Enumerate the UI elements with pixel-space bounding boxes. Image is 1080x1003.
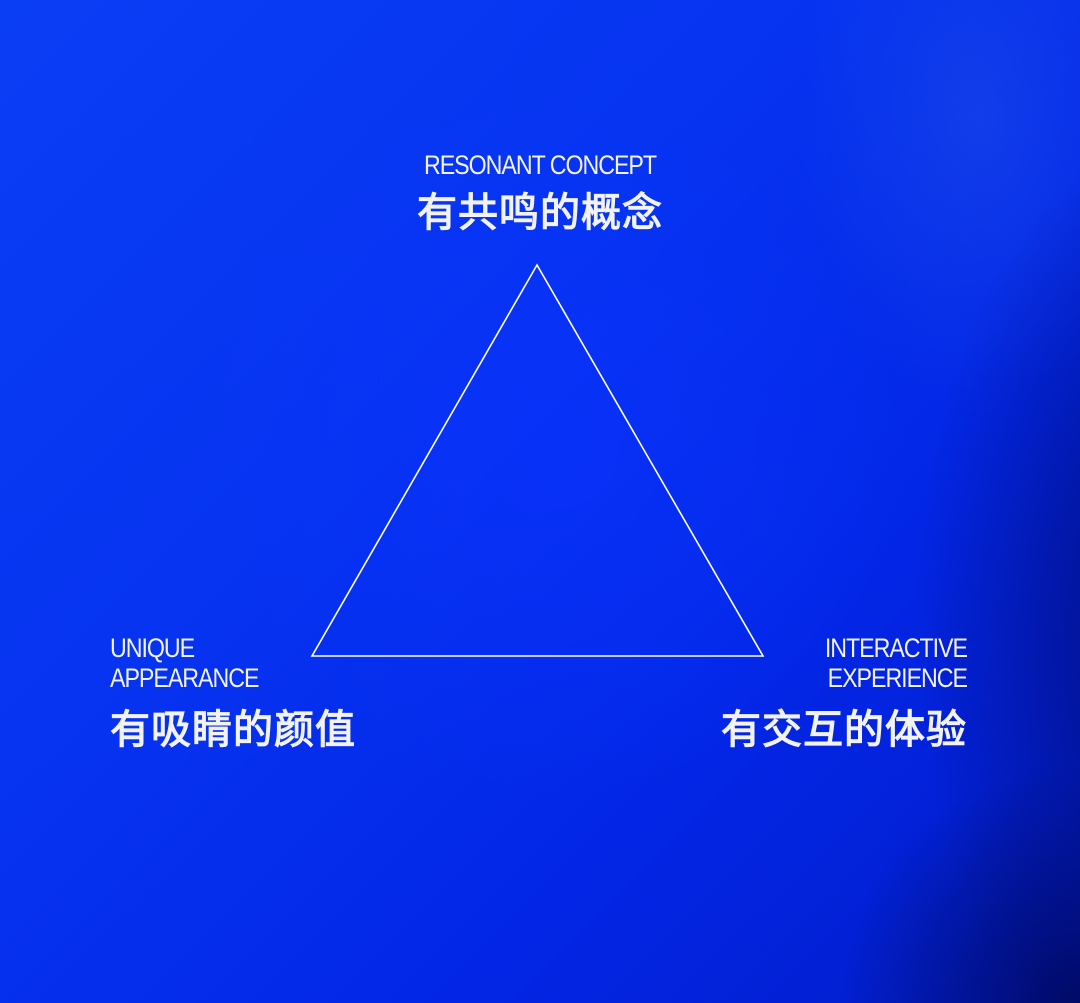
node-left-english-line2: APPEARANCE [110, 663, 259, 693]
node-left-chinese-label: 有吸睛的颜值 [110, 707, 356, 753]
node-top-chinese-label: 有共鸣的概念 [417, 190, 663, 236]
node-unique-appearance: UNIQUE APPEARANCE 有吸睛的颜值 [110, 633, 356, 753]
node-right-english-line2: EXPERIENCE [827, 663, 968, 693]
node-resonant-concept: RESONANT CONCEPT 有共鸣的概念 [0, 150, 1080, 236]
node-right-english-line1: INTERACTIVE [824, 633, 968, 663]
node-left-english-line1: UNIQUE [110, 633, 195, 663]
node-top-english-label: RESONANT CONCEPT [423, 150, 657, 180]
node-interactive-experience: INTERACTIVE EXPERIENCE 有交互的体验 [721, 633, 968, 753]
node-right-chinese-label: 有交互的体验 [721, 707, 967, 753]
